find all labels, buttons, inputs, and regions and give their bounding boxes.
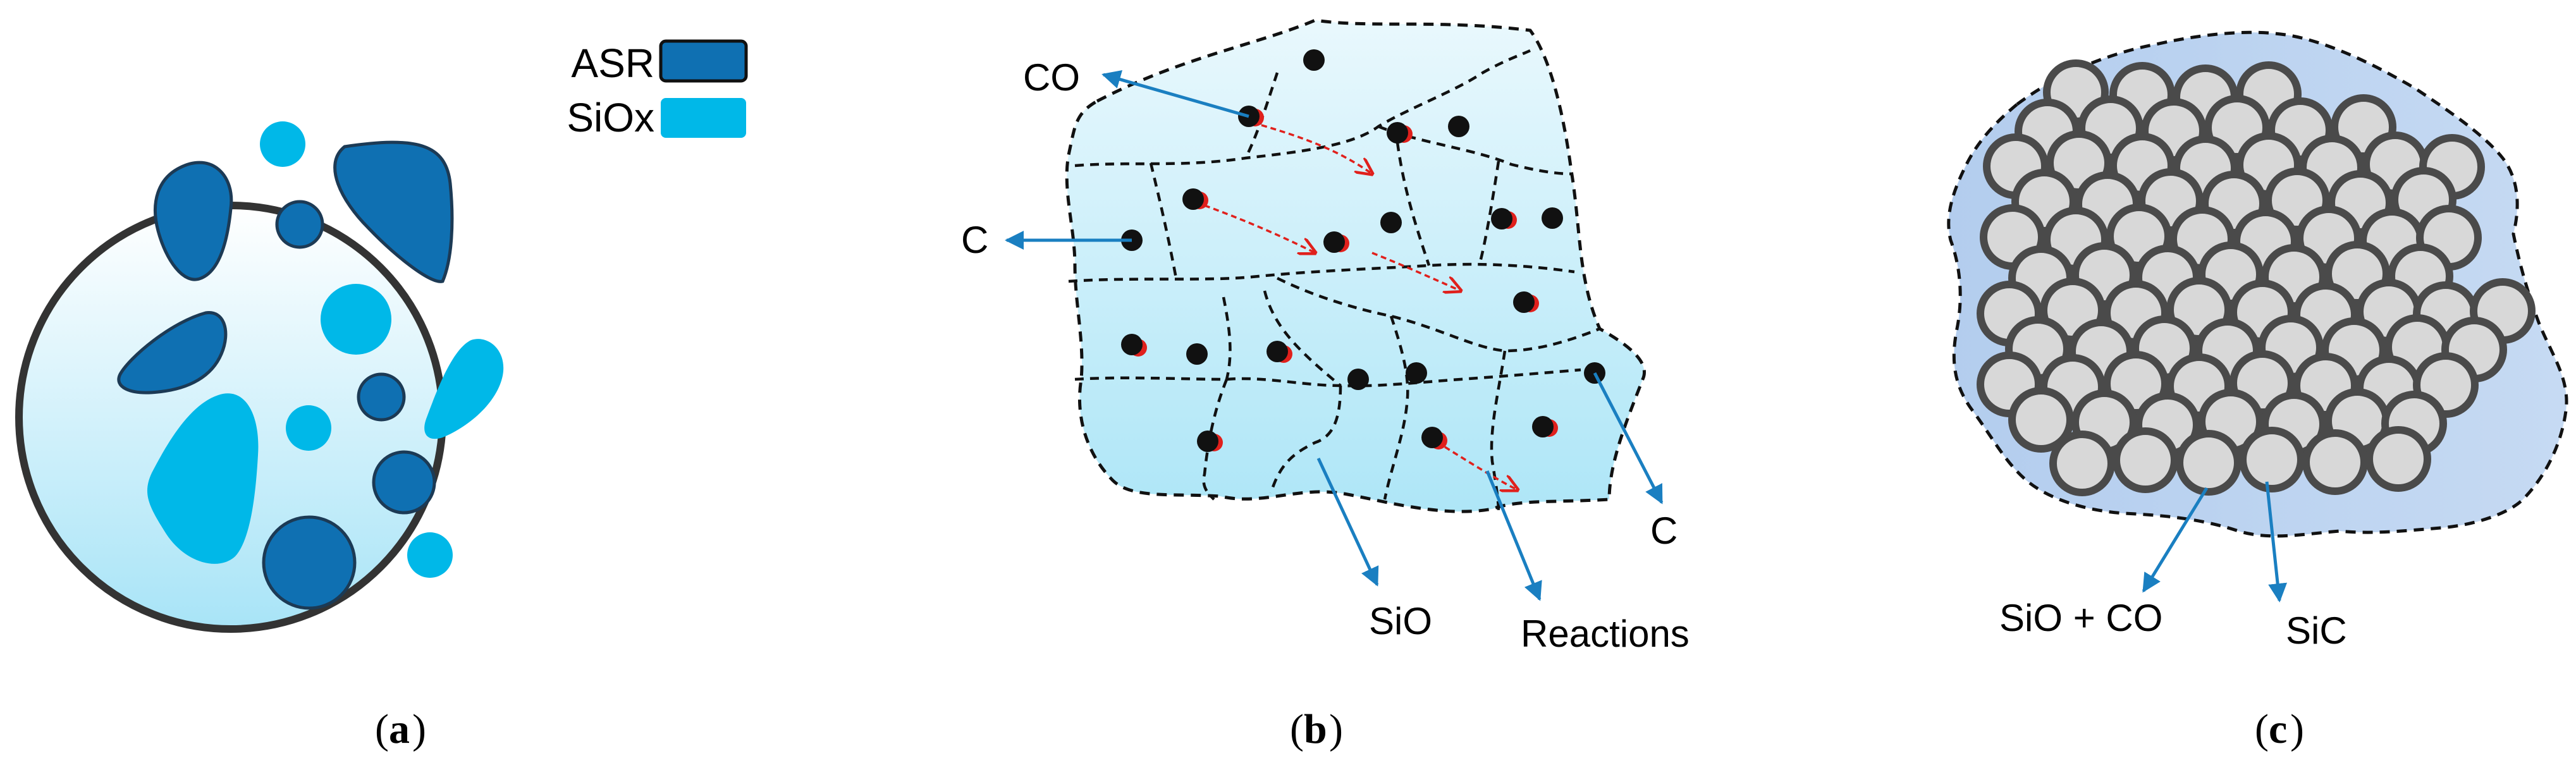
caption-letter-a: a xyxy=(389,706,410,752)
panel-b-labels: CO C SiO Reactions C xyxy=(961,56,1690,655)
asr-blob xyxy=(333,140,454,283)
reaction-arrows xyxy=(1204,124,1518,490)
carbon-dot-reacting xyxy=(1421,427,1447,449)
label-sio: SiO xyxy=(1369,600,1432,642)
carbon-dot xyxy=(1406,362,1427,384)
siox-regions xyxy=(147,121,504,578)
svg-text:(: ( xyxy=(2255,706,2269,752)
caption-b: ( b ) xyxy=(1290,706,1343,752)
carbon-dot-reacting xyxy=(1323,231,1349,253)
carbon-dots xyxy=(1121,49,1605,452)
sic-particle xyxy=(2365,426,2431,492)
sic-particle xyxy=(2176,430,2242,496)
label-co: CO xyxy=(1023,56,1080,99)
arrow-sio-co xyxy=(2142,487,2209,593)
asr-regions xyxy=(117,140,454,610)
carbon-dot xyxy=(1186,343,1208,365)
sic-particle xyxy=(2049,431,2115,496)
siox-blob xyxy=(424,339,504,439)
carbon-dot-reacting xyxy=(1182,188,1208,210)
asr-blob xyxy=(117,311,228,394)
sic-particle xyxy=(2008,387,2074,453)
svg-text:(: ( xyxy=(375,706,389,752)
carbon-dot xyxy=(1380,212,1402,233)
legend-label-siox: SiOx xyxy=(567,95,654,140)
panel-c-arrows xyxy=(2142,481,2288,602)
siox-particle xyxy=(321,284,391,355)
asr-particle xyxy=(262,515,357,610)
carbon-dot-reacting xyxy=(1121,334,1147,357)
arrow-co xyxy=(1101,70,1249,118)
arrow-c-right xyxy=(1593,372,1664,504)
sic-particle xyxy=(2113,427,2178,493)
caption-letter-c: c xyxy=(2269,706,2287,752)
siox-particle xyxy=(407,532,453,578)
panel-c: SiO + CO SiC ( c ) xyxy=(1947,30,2568,752)
carbon-dot-reacting xyxy=(1267,341,1292,363)
callout-arrows xyxy=(1005,70,1664,601)
svg-text:): ) xyxy=(1329,706,1343,752)
label-c-left: C xyxy=(961,219,988,261)
sic-particle xyxy=(2239,427,2305,492)
carbon-dot-reacting xyxy=(1387,122,1413,144)
legend-swatch-asr xyxy=(659,39,748,83)
caption-c: ( c ) xyxy=(2255,706,2304,752)
asr-particle xyxy=(372,450,436,515)
carbon-dot xyxy=(1542,207,1563,229)
caption-letter-b: b xyxy=(1304,706,1327,752)
carbon-dot xyxy=(1347,369,1369,390)
arrow-sic xyxy=(2265,481,2288,602)
asr-particle xyxy=(357,372,406,422)
carbon-dot-reacting xyxy=(1197,431,1223,452)
particle-outline xyxy=(1065,18,1646,513)
label-c-right: C xyxy=(1650,510,1677,552)
asr-particle xyxy=(275,200,324,249)
panel-a: ASR SiOx ( a ) xyxy=(15,39,748,752)
legend: ASR SiOx xyxy=(567,39,748,140)
siox-blob xyxy=(147,393,259,564)
sic-particle xyxy=(2302,429,2368,495)
siox-particle xyxy=(286,405,331,451)
svg-text:): ) xyxy=(2290,706,2304,752)
carbon-dot-reacting xyxy=(1513,291,1539,313)
svg-text:(: ( xyxy=(1290,706,1304,752)
legend-swatch-siox xyxy=(661,98,746,138)
asr-blob xyxy=(153,161,233,281)
siox-particle xyxy=(260,121,305,167)
carbon-dot xyxy=(1303,49,1325,71)
legend-label-asr: ASR xyxy=(571,40,654,86)
svg-text:): ) xyxy=(412,706,426,752)
label-sio-co: SiO + CO xyxy=(1999,597,2162,639)
label-reactions: Reactions xyxy=(1521,613,1690,655)
carbon-dot-reacting xyxy=(1532,416,1558,437)
panel-b: CO C SiO Reactions C ( b ) xyxy=(961,18,1690,752)
label-sic: SiC xyxy=(2286,609,2347,652)
arrow-reactions xyxy=(1485,470,1542,601)
carbon-dot-reacting xyxy=(1491,208,1517,229)
sic-particles xyxy=(1977,59,2536,496)
panel-c-labels: SiO + CO SiC xyxy=(1999,597,2347,652)
carbon-dot xyxy=(1448,116,1469,137)
arrow-sio xyxy=(1316,457,1379,587)
caption-a: ( a ) xyxy=(375,706,426,752)
